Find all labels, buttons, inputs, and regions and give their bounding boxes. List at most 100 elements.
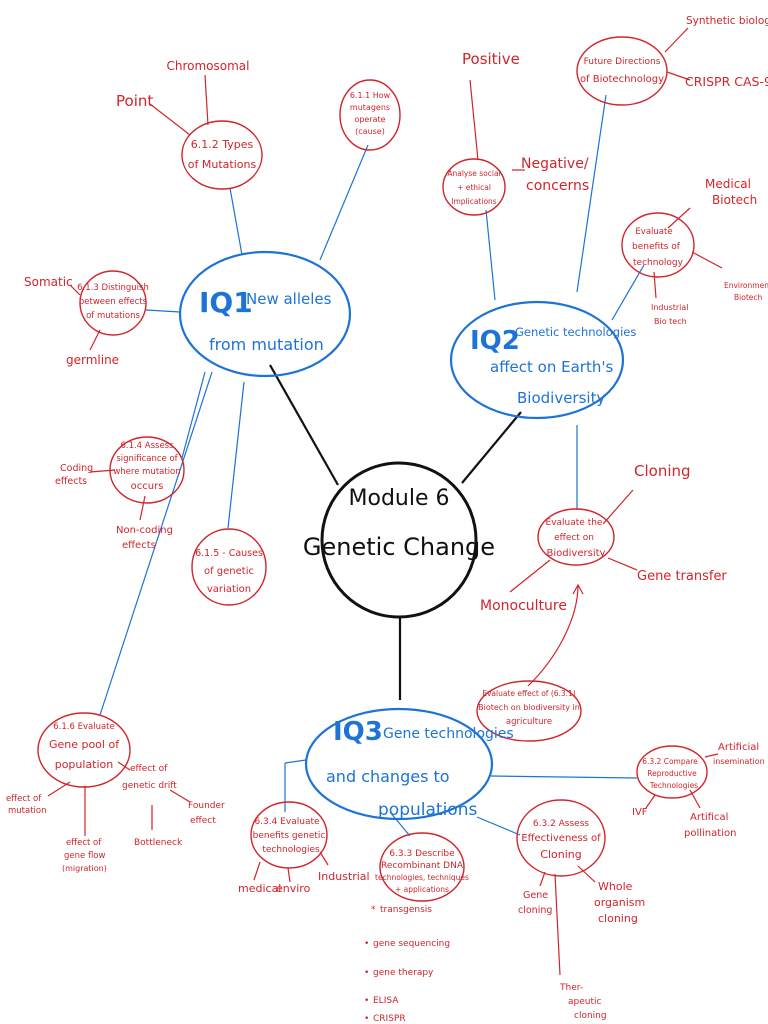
svg-text:•: • bbox=[364, 996, 369, 1006]
node-6-1-6: 6.1.6 Evaluate Gene pool of population e… bbox=[6, 722, 225, 873]
n632b-line1: 6.3.2 Assess bbox=[533, 819, 590, 829]
n611-line3: operate bbox=[354, 115, 385, 124]
n634-line2: benefits genetic bbox=[253, 831, 326, 841]
center-title-line2: Genetic Change bbox=[303, 533, 495, 561]
nfut-crispr: CRISPR CAS-9 bbox=[685, 74, 768, 89]
n632b-ther-1: Ther- bbox=[559, 983, 583, 993]
node-benefits-technology: Evaluate benefits of technology Medical … bbox=[632, 177, 768, 326]
n633-item-4: ELISA bbox=[373, 996, 399, 1006]
node-social-ethical: Analyse social + ethical Implications Po… bbox=[447, 50, 589, 206]
center-title-line1: Module 6 bbox=[349, 486, 450, 511]
nfut-synthetic: Synthetic biology bbox=[686, 15, 768, 27]
nsoc-negative-2: concerns bbox=[526, 178, 589, 194]
nbio-cloning: Cloning bbox=[634, 462, 691, 480]
nben-line3: technology bbox=[633, 258, 684, 268]
n634-line3: technologies bbox=[262, 845, 320, 855]
n632b-whole-3: cloning bbox=[598, 912, 638, 925]
node-6-3-2-cloning: 6.3.2 Assess Effectiveness of Cloning Ge… bbox=[518, 819, 645, 1021]
n616-line1: 6.1.6 Evaluate bbox=[53, 722, 114, 732]
red-connectors bbox=[47, 27, 723, 976]
n616-drift-1: effect of bbox=[130, 764, 168, 774]
nben-line2: benefits of bbox=[632, 242, 681, 252]
nsoc-line3: Implications bbox=[451, 197, 497, 206]
n614-coding-1: Coding bbox=[60, 463, 93, 474]
n611-line4: (cause) bbox=[355, 127, 385, 136]
n614-line2: significance of bbox=[116, 454, 178, 464]
n611-line2: mutagens bbox=[350, 103, 390, 112]
iq3-line3: populations bbox=[378, 800, 477, 820]
svg-text:*: * bbox=[371, 905, 376, 915]
n614-line1: 6.1.4 Assess bbox=[120, 441, 174, 451]
node-6-1-4: 6.1.4 Assess significance of where mutat… bbox=[55, 441, 181, 551]
iq3-line2: and changes to bbox=[326, 767, 450, 786]
nben-industrial-1: Industrial bbox=[651, 303, 689, 312]
nsoc-line1: Analyse social bbox=[447, 169, 500, 178]
n616-mutation-1: effect of bbox=[6, 794, 42, 804]
nsoc-line2: + ethical bbox=[457, 183, 491, 192]
blue-connectors bbox=[99, 94, 645, 837]
n633-item-5: CRISPR bbox=[373, 1014, 406, 1024]
iq1-line2: from mutation bbox=[209, 335, 324, 354]
n634-medical: medical bbox=[238, 882, 281, 895]
node-6-3-3: 6.3.3 Describe Recombinant DNA technolog… bbox=[364, 849, 469, 1024]
svg-text:•: • bbox=[364, 968, 369, 978]
n632-ai-2: insemination bbox=[713, 757, 765, 766]
svg-text:•: • bbox=[364, 1014, 369, 1024]
n632b-ther-2: apeutic bbox=[568, 997, 601, 1007]
n613-line1: 6.1.3 Distinguish bbox=[77, 283, 149, 293]
nbio-gene-transfer: Gene transfer bbox=[637, 569, 727, 584]
n616-flow-1: effect of bbox=[66, 838, 102, 848]
n632b-whole-2: organism bbox=[594, 896, 645, 909]
n612-line2: of Mutations bbox=[188, 158, 257, 171]
iq1-line1: New alleles bbox=[246, 290, 332, 308]
n632-ap-2: pollination bbox=[684, 828, 736, 839]
n616-drift-2: genetic drift bbox=[122, 781, 177, 791]
nbio-line3: Biodiversity bbox=[547, 548, 606, 559]
n631-line3: agriculture bbox=[506, 717, 552, 727]
n632b-whole-1: Whole bbox=[598, 880, 633, 893]
n632b-gene-2: cloning bbox=[518, 905, 552, 916]
n616-founder-1: Founder bbox=[188, 801, 225, 811]
n615-line2: of genetic bbox=[204, 566, 254, 577]
n632-line3: Technologies bbox=[649, 781, 698, 790]
n631-line1: Evaluate effect of (6.3.1) bbox=[482, 689, 576, 698]
n631-line2: Biotech on biodiversity in bbox=[478, 703, 580, 712]
n616-founder-2: effect bbox=[190, 816, 216, 826]
iq3-number: IQ3 bbox=[333, 717, 383, 747]
nben-medical-1: Medical bbox=[705, 177, 751, 191]
n614-line4: occurs bbox=[131, 481, 164, 492]
n632b-gene-1: Gene bbox=[523, 890, 548, 901]
nfut-line2: of Biotechnology bbox=[580, 74, 664, 85]
n634-line1: 6.3.4 Evaluate bbox=[254, 817, 320, 827]
n632-line2: Reproductive bbox=[647, 769, 697, 778]
n633-item-1: transgensis bbox=[380, 905, 432, 915]
node-future-directions: Future Directions of Biotechnology Synth… bbox=[580, 15, 768, 89]
nben-env-1: Environmental bbox=[724, 281, 768, 290]
n632-ivf: IVF bbox=[632, 807, 648, 818]
n632b-line3: Cloning bbox=[540, 848, 581, 861]
nben-line1: Evaluate bbox=[635, 227, 672, 237]
n633-line3: technologies, techniques bbox=[375, 873, 469, 882]
n615-line3: variation bbox=[207, 584, 251, 595]
center-spokes bbox=[269, 364, 522, 700]
iq1-number: IQ1 bbox=[199, 286, 253, 319]
n632-ai-1: Artificial bbox=[718, 742, 759, 753]
n613-somatic: Somatic bbox=[24, 275, 73, 289]
n613-line2: between effects bbox=[79, 297, 148, 307]
n616-line3: population bbox=[55, 758, 114, 771]
nben-industrial-2: Bio tech bbox=[654, 317, 687, 326]
iq2-line2: affect on Earth's bbox=[490, 358, 613, 376]
n612-point: Point bbox=[116, 92, 153, 110]
n634-enviro: enviro bbox=[276, 882, 311, 895]
n612-line1: 6.1.2 Types bbox=[191, 138, 254, 151]
n611-line1: 6.1.1 How bbox=[350, 91, 391, 100]
n614-line3: where mutation bbox=[113, 467, 180, 477]
n632-line1: 6.3.2 Compare bbox=[642, 757, 698, 766]
node-6-3-2-compare: 6.3.2 Compare Reproductive Technologies … bbox=[632, 742, 765, 839]
n633-item-3: gene therapy bbox=[373, 968, 434, 978]
center-node-outline bbox=[320, 461, 478, 619]
n633-line1: 6.3.3 Describe bbox=[389, 849, 455, 859]
nsoc-negative-1: Negative/ bbox=[521, 156, 589, 172]
svg-text:•: • bbox=[364, 939, 369, 949]
